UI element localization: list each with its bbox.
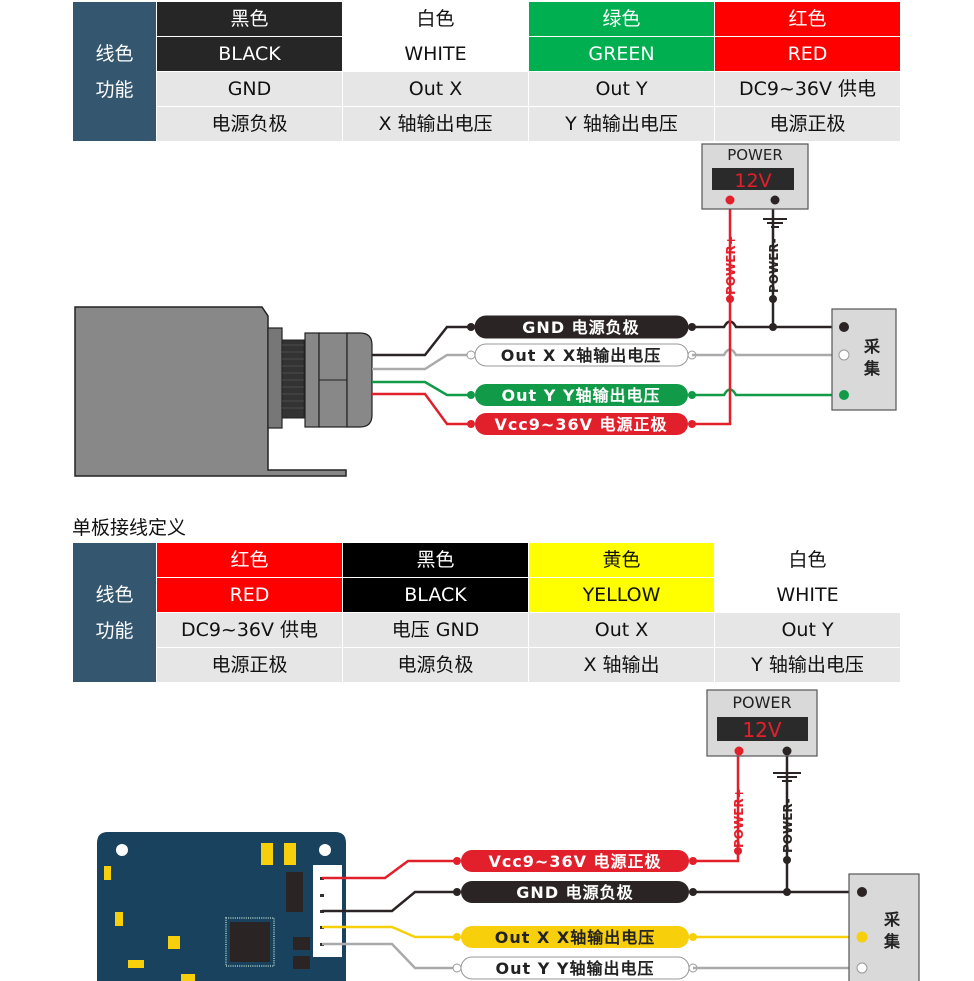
function-cell: Y 轴输出电压 xyxy=(714,647,901,683)
header-function-label: 功能 xyxy=(95,78,134,101)
power-title: POWER xyxy=(727,146,783,164)
wire-pill-gnd: GND 电源负极 xyxy=(467,315,696,339)
header-color-label: 线色 xyxy=(95,583,134,606)
wire-pill-outx: Out X X轴输出电压 xyxy=(466,343,697,367)
function-cell: X 轴输出电压 xyxy=(342,106,529,142)
color-cell-en: RED xyxy=(714,36,901,72)
wire-label: Out X X轴输出电压 xyxy=(501,346,661,365)
pcb-board xyxy=(97,832,346,981)
wire-pill-vcc: Vcc9~36V 电源正极 xyxy=(453,850,697,872)
function-cell: 电源负极 xyxy=(342,647,529,683)
function-cell: 电源正极 xyxy=(714,106,901,142)
wire-pill-outx: Out X X轴输出电压 xyxy=(453,926,697,948)
function-cell: 电源负极 xyxy=(156,106,343,142)
function-cell: GND xyxy=(156,71,343,107)
wire-pill-gnd: GND 电源负极 xyxy=(453,881,697,903)
color-cell-en: WHITE xyxy=(714,577,901,613)
color-cell-en: WHITE xyxy=(342,36,529,72)
power-minus-label: POWER- xyxy=(781,798,795,853)
table-header-label: 线色 功能 xyxy=(72,542,157,683)
collector-label: 采集 xyxy=(863,337,881,378)
collector-box: 采集 xyxy=(831,308,897,411)
wire-pill-vcc: Vcc9~36V 电源正极 xyxy=(467,413,696,435)
power-supply: POWER 12V xyxy=(706,689,818,757)
wire-label: Out Y Y轴输出电压 xyxy=(502,386,661,405)
collector-label: 采集 xyxy=(883,910,901,951)
power-minus-label: POWER- xyxy=(767,238,781,293)
header-color-label: 线色 xyxy=(95,42,134,65)
function-cell: 电源正极 xyxy=(156,647,343,683)
function-cell: Y 轴输出电压 xyxy=(528,106,715,142)
wire-pill-outy: Out Y Y轴输出电压 xyxy=(452,956,698,980)
color-cell-en: BLACK xyxy=(342,577,529,613)
color-cell-cn: 白色 xyxy=(714,542,901,578)
power-voltage: 12V xyxy=(734,170,771,192)
table-header-label: 线色 功能 xyxy=(72,1,157,142)
section-title: 单板接线定义 xyxy=(72,517,187,539)
power-plus-label: POWER+ xyxy=(724,235,738,295)
color-cell-cn: 黑色 xyxy=(342,542,529,578)
ground-icon xyxy=(763,218,787,228)
ground-icon xyxy=(773,772,801,782)
wire-label: GND 电源负极 xyxy=(516,883,633,902)
wire-label: Vcc9~36V 电源正极 xyxy=(488,852,661,871)
wire-label: Out X X轴输出电压 xyxy=(495,928,655,947)
color-cell-en: RED xyxy=(156,577,343,613)
color-cell-cn: 黄色 xyxy=(528,542,715,578)
color-cell-en: GREEN xyxy=(528,36,715,72)
function-cell: 电压 GND xyxy=(342,612,529,648)
color-cell-cn: 黑色 xyxy=(156,1,343,37)
sensor-housing xyxy=(74,306,373,477)
function-cell: DC9~36V 供电 xyxy=(156,612,343,648)
power-plus-label: POWER+ xyxy=(732,788,746,848)
function-cell: DC9~36V 供电 xyxy=(714,71,901,107)
header-function-label: 功能 xyxy=(95,619,134,642)
wire-color-table-sensor: 线色 功能 黑色 白色 绿色 红色 BLACK WHITE GREEN RED … xyxy=(72,1,901,142)
power-title: POWER xyxy=(732,693,791,712)
function-cell: X 轴输出 xyxy=(528,647,715,683)
color-cell-cn: 绿色 xyxy=(528,1,715,37)
collector-box: 采集 xyxy=(848,873,920,981)
function-cell: Out X xyxy=(342,71,529,107)
power-supply: POWER 12V xyxy=(701,143,809,210)
wire-color-table-board: 线色 功能 红色 黑色 黄色 白色 RED BLACK YELLOW WHITE… xyxy=(72,542,901,683)
color-cell-cn: 红色 xyxy=(714,1,901,37)
wire-pill-outy: Out Y Y轴输出电压 xyxy=(467,384,696,406)
wire-label: Vcc9~36V 电源正极 xyxy=(494,415,667,434)
wire-label: Out Y Y轴输出电压 xyxy=(496,959,655,978)
color-cell-cn: 白色 xyxy=(342,1,529,37)
wire-label: GND 电源负极 xyxy=(522,318,639,337)
power-voltage: 12V xyxy=(742,718,781,742)
